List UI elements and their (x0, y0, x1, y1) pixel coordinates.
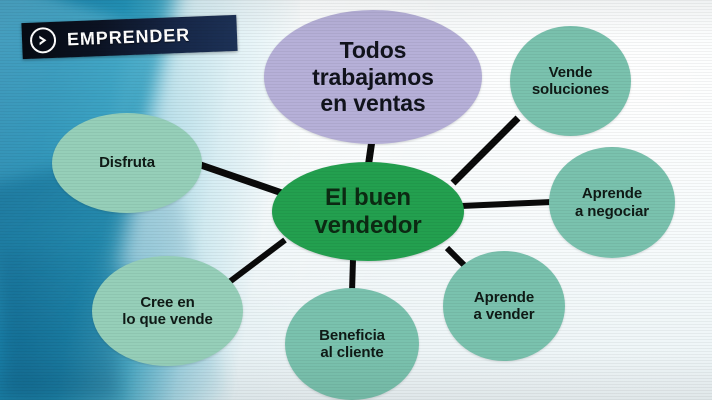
edge-hub-to-beneficia (349, 258, 356, 293)
node-line-1: Disfruta (99, 154, 155, 172)
edge-hub-to-vende-soluciones (450, 115, 521, 186)
edge-hub-to-cree (226, 237, 287, 286)
node-line-2: trabajamos (312, 63, 434, 90)
node-line-1: Aprende (581, 185, 643, 203)
node-line-2: lo que vende (122, 311, 213, 328)
node-disfruta[interactable]: Disfruta (52, 113, 202, 213)
node-line-2: soluciones (531, 81, 610, 98)
edge-hub-to-disfruta (190, 158, 284, 197)
node-line-2: a negociar (574, 202, 650, 220)
node-line-2: al cliente (320, 344, 384, 361)
chevron-right-circle-icon (29, 26, 57, 54)
node-line-1: Vende (548, 63, 593, 81)
node-line-1: Todos (339, 36, 407, 63)
edge-hub-to-aprende-negociar (460, 199, 553, 209)
node-line-1: Beneficia (319, 326, 385, 344)
node-line-3: en ventas (320, 90, 426, 117)
node-line-2: vendedor (314, 211, 422, 239)
node-label: Disfruta (91, 154, 163, 171)
node-line-1: Cree en (140, 293, 195, 311)
banner-label: EMPRENDER (66, 24, 191, 49)
node-line-1: Aprende (473, 288, 535, 306)
node-line-1: El buen (325, 183, 411, 211)
node-line-2: a vender (473, 306, 535, 323)
emprender-banner[interactable]: EMPRENDER (21, 14, 238, 60)
